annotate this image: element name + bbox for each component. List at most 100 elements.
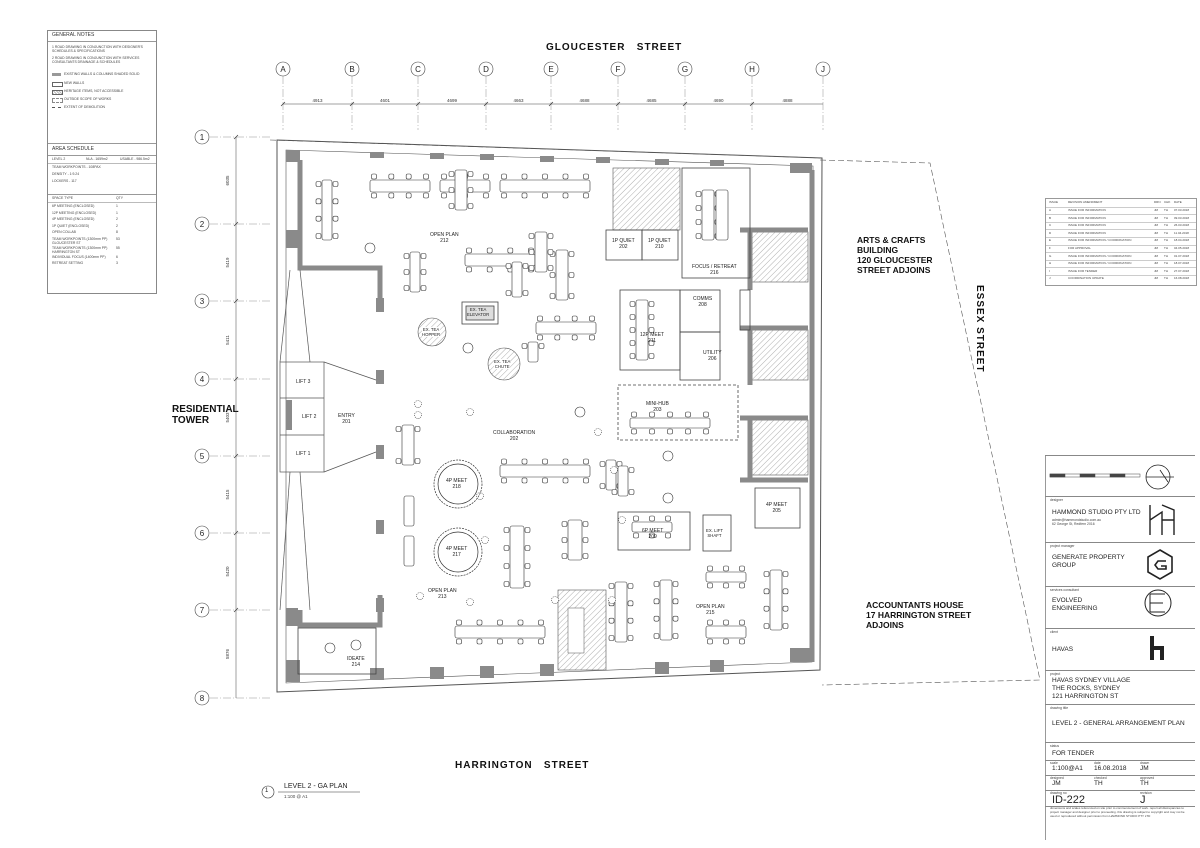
chair (503, 563, 510, 569)
chair (649, 532, 655, 539)
revision-row-cell: 07.03.2018 (1174, 208, 1190, 212)
revision-row-cell: TH (1164, 276, 1168, 281)
chair (517, 619, 524, 626)
chair (521, 192, 528, 199)
chair (561, 521, 568, 527)
revision-row-cell: A (1049, 208, 1052, 212)
chair (388, 173, 395, 180)
title-block (1045, 455, 1196, 840)
legend-swatch-heritage (52, 90, 63, 95)
chair (695, 205, 702, 211)
chair (501, 458, 507, 465)
grid-row-dimension: 5420 (225, 566, 230, 577)
revision-row-cell: FOR APPROVAL (1068, 246, 1091, 250)
west-wall-piers (286, 230, 384, 626)
chair (695, 191, 702, 197)
plant (608, 596, 616, 604)
desk (631, 521, 673, 533)
desk (769, 569, 783, 631)
partitions (297, 167, 801, 675)
chair (653, 581, 660, 587)
room-ex-tea-hopper: EX. TEA HOPPER (422, 327, 441, 337)
area-lockers: LOCKERS - 117 (52, 179, 77, 183)
chair (648, 327, 655, 333)
legend-swatch-outside (52, 98, 63, 103)
chair (627, 600, 634, 607)
desk (369, 179, 431, 193)
area-schedule-row: TEAM WORKPOINTS (1300mm PP) GLOUCESTER S… (52, 237, 152, 246)
chair (631, 428, 637, 435)
revision-row-cell: G (1049, 253, 1052, 258)
heritage-void-south (557, 589, 607, 671)
chair (315, 215, 322, 222)
chair (524, 545, 531, 551)
revision-row-cell: 09.03.2018 (1174, 215, 1190, 220)
chair (667, 411, 673, 418)
area-space-type: 6P MEETING (ENCLOSED) (52, 204, 95, 208)
revision-row-cell: 26.03.2018 (1174, 223, 1190, 228)
revision-header: ISSUE (1049, 200, 1059, 204)
drawing-title-label: drawing title (1050, 706, 1069, 710)
heritage-east-3 (751, 419, 809, 476)
revision-row-cell: C (1049, 223, 1052, 228)
east-walls (740, 170, 815, 662)
chair (763, 605, 770, 612)
grid-row-dimension: 5411 (225, 335, 230, 345)
room-4p-meet-217: 4P MEET 217 (446, 546, 468, 558)
room-ex-tea-chute: EX. TEA CHUTE (494, 359, 511, 369)
grid-row-dimension: 5419 (225, 257, 230, 268)
room-4p-meet-218: 4P MEET 218 (446, 478, 468, 490)
round-meeting-rooms (433, 459, 483, 577)
revision-row-cell: JM (1154, 276, 1158, 281)
chair (648, 314, 655, 320)
chair (371, 192, 377, 199)
revision-row-cell: JM (1154, 253, 1158, 258)
area-space-type: 12P MEETING (ENCLOSED) (52, 210, 97, 215)
chair (521, 173, 528, 180)
revision-row-cell: B (1049, 215, 1052, 220)
client-label: client (1050, 630, 1058, 634)
area-qty: 8 (116, 230, 118, 234)
status-value: FOR TENDER (1052, 750, 1095, 757)
chair (707, 619, 713, 626)
revision-row-cell: 11.04.2018 (1174, 230, 1189, 235)
legend-swatch-existing (52, 73, 61, 76)
revision-row-cell: TH (1164, 238, 1168, 243)
chair (571, 334, 578, 341)
grid-column-dimension: 4913 (312, 98, 323, 103)
room-focus-retreat: FOCUS / RETREAT 216 (692, 264, 737, 276)
general-note-1: 1 ROAD DRAWING IN CONJUNCTION WITH DESIG… (52, 45, 143, 54)
room-12p-meet: 12P MEET 211 (640, 332, 665, 344)
round-table (364, 242, 376, 254)
area-qty: 3 (116, 261, 118, 265)
chair (665, 532, 671, 539)
evolved-logo (1144, 589, 1172, 617)
grid-row-label: 2 (200, 220, 205, 229)
revision-row-cell: JM (1154, 246, 1158, 250)
chair (707, 582, 713, 589)
round-table (350, 639, 362, 651)
grid-row-bubble (194, 602, 210, 618)
chair (549, 272, 556, 278)
revision-value: J (1140, 794, 1146, 806)
desk (499, 464, 591, 478)
date-value: 16.08.2018 (1094, 765, 1127, 772)
chair (629, 314, 636, 320)
chair (414, 458, 421, 464)
grid-column-dimension: 4888 (782, 98, 793, 103)
revision-row-cell: ISSUE FOR INFORMATION (1068, 223, 1106, 228)
drawn-label: drawn (1140, 761, 1150, 765)
plant (466, 408, 474, 416)
chair (653, 615, 660, 622)
chair (562, 173, 569, 180)
chair (653, 633, 660, 639)
chair (542, 477, 548, 484)
area-level: LEVEL 2 (52, 157, 66, 161)
chair (608, 635, 615, 641)
chair (739, 582, 745, 589)
chair (554, 315, 561, 322)
grid-row-label: 5 (200, 452, 205, 461)
grid-column-label: D (483, 65, 489, 74)
